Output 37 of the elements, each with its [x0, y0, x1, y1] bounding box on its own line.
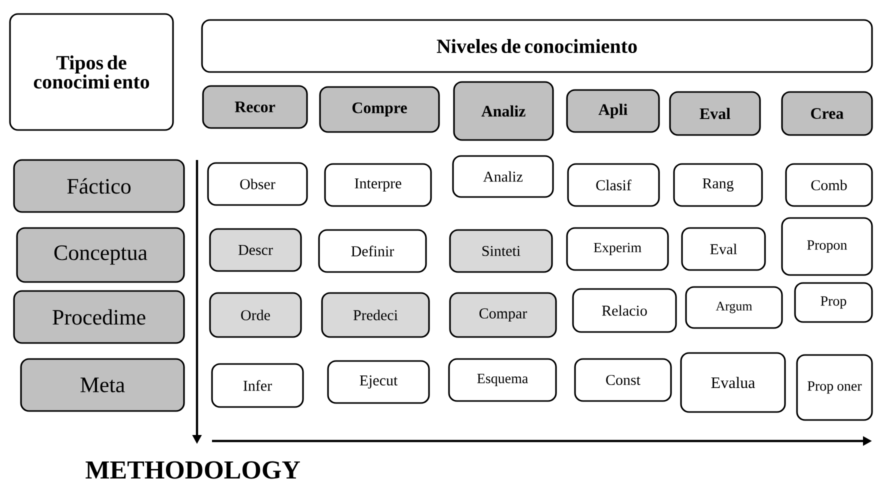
verb-box: Argum: [685, 286, 783, 329]
heading-box: Tipos de conocimi ento: [9, 13, 174, 131]
level-box: Analiz: [453, 81, 554, 141]
verb-box: Const: [574, 358, 672, 402]
verb-box: Clasif: [567, 163, 660, 207]
verb-box: Analiz: [452, 155, 554, 198]
level-box: Eval: [669, 91, 761, 136]
heading-box: Niveles de conocimiento: [201, 19, 873, 73]
verb-box: Comb: [785, 163, 873, 207]
level-box: Apli: [566, 89, 660, 133]
verb-box: Prop: [794, 282, 873, 323]
verb-box: Esquema: [448, 358, 557, 402]
type-box: Fáctico: [13, 159, 185, 213]
verb-box: Obser: [207, 162, 308, 206]
verb-box: Propon: [781, 217, 873, 276]
verb-box: Descr: [209, 228, 302, 272]
type-box: Procedime: [13, 290, 185, 344]
verb-box: Compar: [449, 292, 557, 338]
level-box: Compre: [319, 86, 440, 133]
verb-box: Sinteti: [449, 229, 553, 273]
verb-box: Experim: [566, 227, 669, 271]
level-box: Crea: [781, 91, 873, 136]
type-box: Meta: [20, 358, 185, 412]
type-box: Conceptua: [16, 227, 185, 283]
verb-box: Eval: [681, 227, 766, 271]
verb-box: Rang: [673, 163, 763, 207]
caption: METHODOLOGY: [86, 461, 300, 479]
verb-box: Predeci: [321, 292, 430, 338]
verb-box: Definir: [318, 229, 427, 273]
verb-box: Infer: [211, 363, 304, 408]
verb-box: Ejecut: [327, 360, 430, 404]
level-box: Recor: [202, 85, 308, 129]
verb-box: Orde: [209, 292, 302, 338]
verb-box: Evalua: [680, 352, 786, 413]
verb-box: Relacio: [572, 288, 677, 333]
verb-box: Prop oner: [796, 354, 873, 421]
verb-box: Interpre: [324, 163, 432, 207]
